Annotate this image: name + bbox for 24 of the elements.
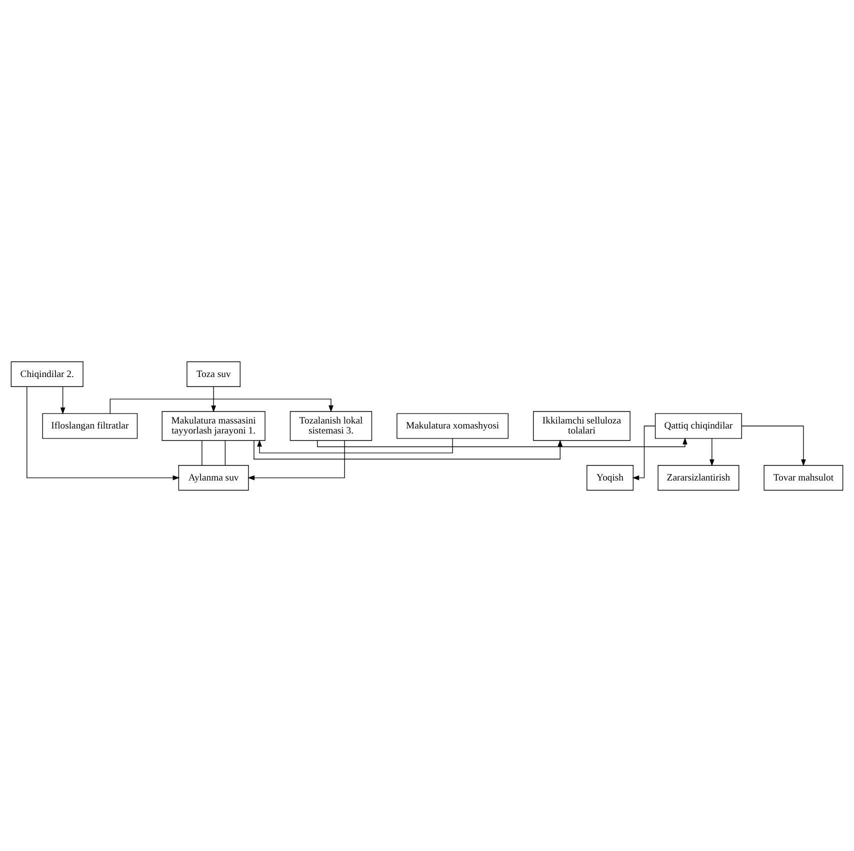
node-box: Makulatura xomashyosi	[396, 412, 508, 438]
node-box: Chiqindilar 2.	[10, 360, 84, 386]
arrow	[211, 386, 216, 412]
arrow	[248, 440, 345, 480]
node-box: Aylanma suv	[178, 464, 249, 490]
arrow	[741, 425, 806, 466]
arrow	[110, 398, 334, 414]
node-box: Tozalanish lokal sistemasi 3.	[290, 410, 372, 440]
node-box: Ikkilamchi selluloza tolalari	[533, 410, 630, 440]
node-box: Yoqish	[586, 464, 634, 490]
node-box: Toza suv	[186, 360, 240, 386]
node-box: Zararsizlantirish	[658, 464, 740, 490]
node-box: Ifloslangan filtratlar	[42, 412, 138, 438]
arrow	[26, 386, 180, 480]
arrow	[254, 439, 563, 459]
arrow	[632, 425, 656, 480]
arrow	[60, 386, 66, 414]
arrow	[317, 436, 688, 447]
connector	[224, 440, 226, 466]
node-box: Tovar mahsulot	[764, 464, 844, 490]
arrow	[257, 438, 453, 453]
arrow	[710, 438, 714, 466]
node-box: Makulatura massasini tayyorlash jarayoni 1.	[162, 410, 266, 440]
node-box: Qattiq chiqindilar	[654, 412, 742, 438]
